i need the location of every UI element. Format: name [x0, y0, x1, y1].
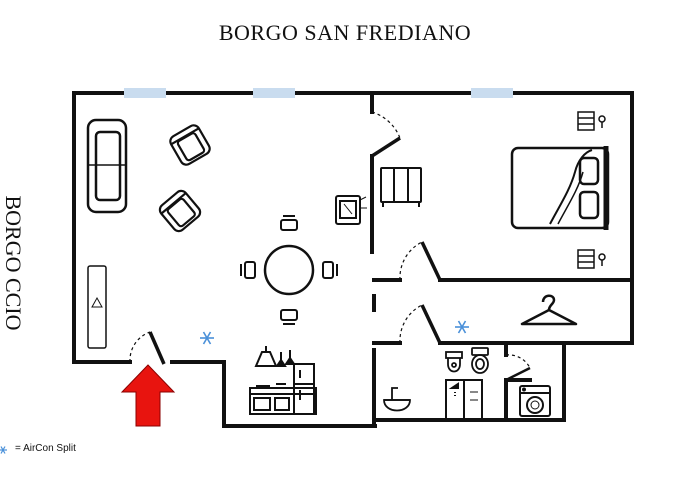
entrance-arrow-icon [120, 364, 176, 427]
armchair-icon [169, 124, 211, 166]
dining-table-icon [240, 215, 338, 325]
walls [72, 91, 634, 428]
hanger-icon [520, 294, 578, 326]
bidet-icon [445, 351, 463, 373]
armchair-icon [158, 189, 202, 233]
window [253, 88, 295, 98]
sofa-icon [86, 118, 128, 214]
wardrobe-icon [87, 265, 107, 349]
snowflake-icon [200, 331, 214, 345]
snowflake-icon [0, 446, 7, 454]
nightstand-icon [577, 249, 606, 269]
washing-machine-icon [519, 385, 551, 417]
shower-icon [445, 379, 483, 421]
window [471, 88, 513, 98]
sink-icon [383, 387, 411, 412]
snowflake-icon [455, 320, 469, 334]
windows [124, 88, 513, 98]
doors [129, 111, 531, 382]
legend-text: = AirCon Split [15, 443, 76, 454]
bed-icon [510, 146, 610, 230]
nightstand-icon [577, 111, 606, 131]
window [124, 88, 166, 98]
legend: = AirCon Split [0, 443, 76, 454]
tv-icon [335, 195, 367, 225]
shelf-icon [380, 167, 422, 207]
street-name-top: BORGO SAN FREDIANO [218, 20, 472, 45]
toilet-icon [471, 347, 489, 374]
kitchen-icon [249, 346, 317, 415]
